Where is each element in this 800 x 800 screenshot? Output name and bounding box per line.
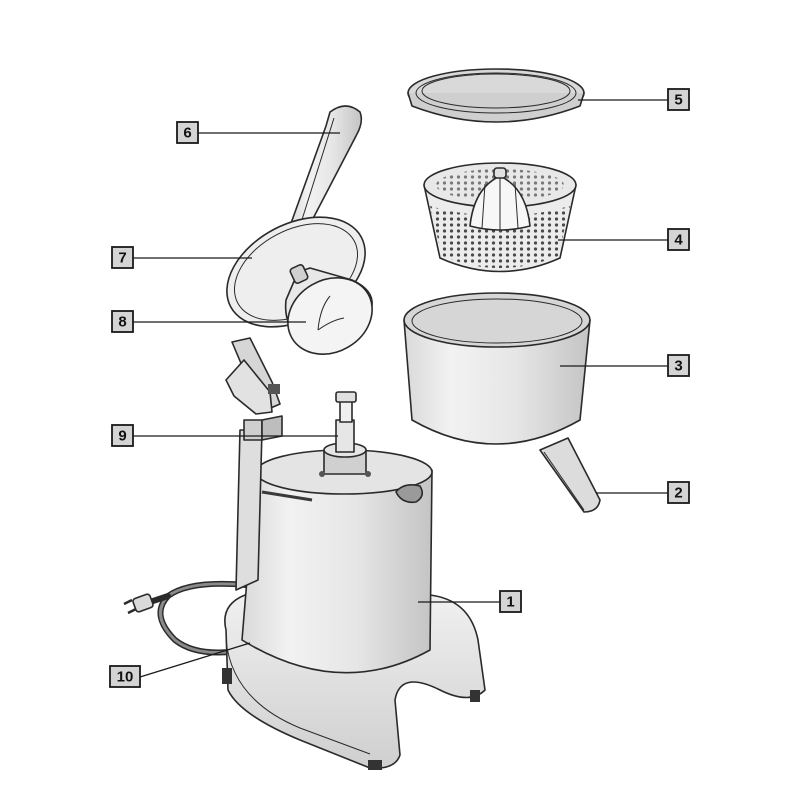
callout-10: 10 — [109, 665, 141, 688]
callout-1: 1 — [499, 590, 522, 613]
drive-shaft — [319, 391, 371, 477]
callout-5-label: 5 — [674, 92, 682, 109]
callout-4-label: 4 — [674, 232, 683, 249]
callout-7: 7 — [111, 246, 134, 269]
pressing-cone — [284, 263, 373, 355]
callout-3: 3 — [667, 354, 690, 377]
callout-3-label: 3 — [674, 358, 682, 375]
callout-7-label: 7 — [118, 250, 126, 267]
callout-4: 4 — [667, 228, 690, 251]
leader-lines — [133, 99, 668, 678]
ring-lid — [407, 68, 585, 123]
callout-1-label: 1 — [506, 594, 514, 611]
callout-2: 2 — [667, 481, 690, 504]
lever-column — [225, 337, 283, 591]
lever-handle — [289, 105, 363, 233]
callout-8-label: 8 — [118, 314, 126, 331]
motor-housing — [241, 449, 433, 674]
callout-5: 5 — [667, 88, 690, 111]
power-cord — [123, 580, 258, 656]
callout-6: 6 — [176, 121, 199, 144]
sieve-basket — [423, 162, 577, 273]
callout-9-label: 9 — [118, 428, 126, 445]
juice-container — [403, 292, 591, 445]
callout-2-label: 2 — [674, 485, 682, 502]
callout-10-label: 10 — [117, 669, 134, 686]
callout-6-label: 6 — [183, 125, 191, 142]
spout — [539, 437, 601, 513]
callout-9: 9 — [111, 424, 134, 447]
callout-8: 8 — [111, 310, 134, 333]
